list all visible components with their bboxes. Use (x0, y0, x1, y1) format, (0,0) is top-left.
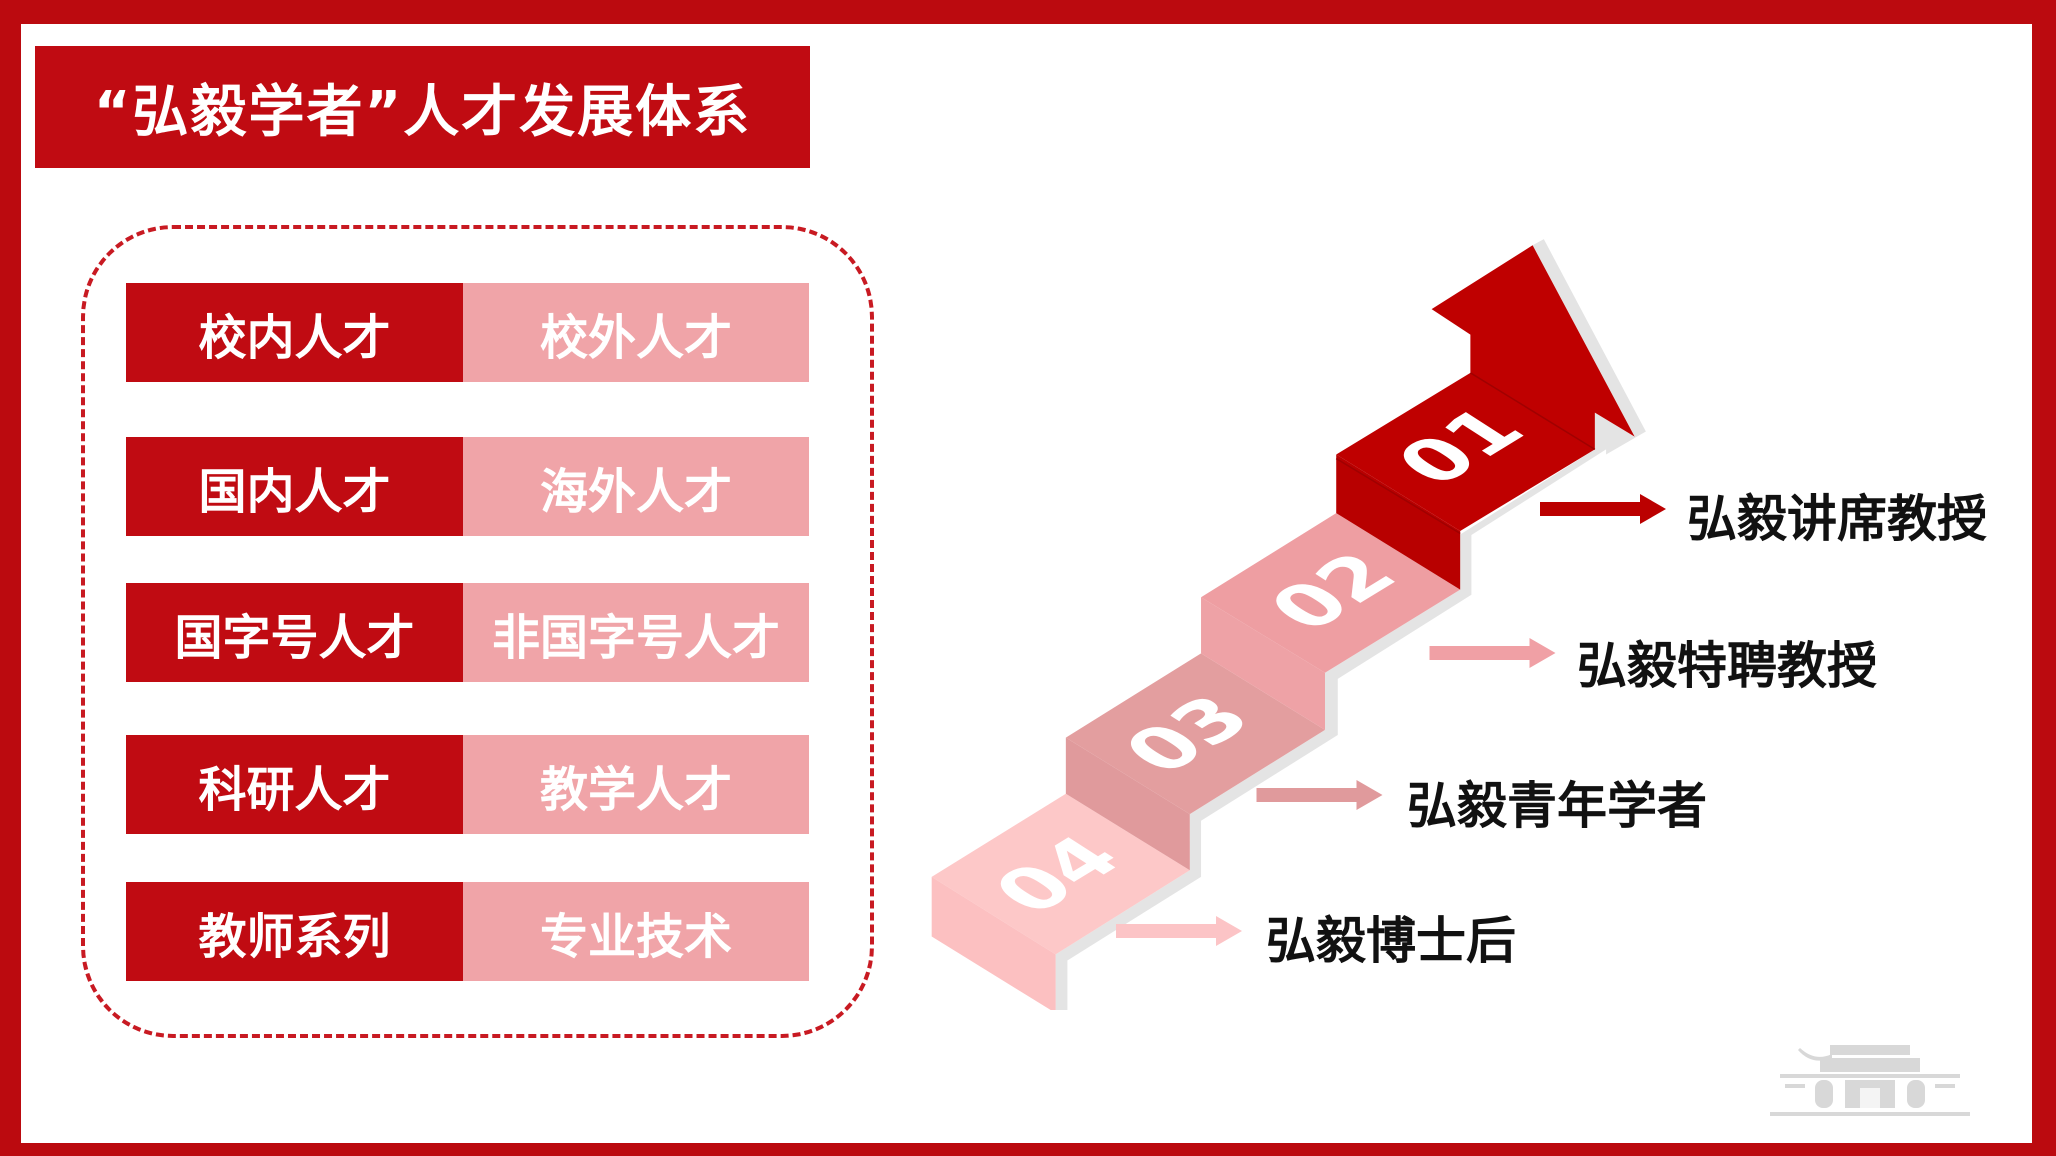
staircase-diagram: 04 03 02 01 (931, 239, 1646, 1010)
category-row: 国字号人才 非国字号人才 (126, 583, 809, 682)
category-row: 教师系列 专业技术 (126, 882, 809, 981)
category-row: 国内人才 海外人才 (126, 437, 809, 536)
category-row: 校内人才 校外人才 (126, 283, 809, 382)
step-01: 01 (1335, 245, 1635, 590)
step-03: 03 (1065, 653, 1325, 871)
category-right: 非国字号人才 (463, 583, 809, 682)
arrow-right-icon (1540, 494, 1666, 524)
category-left: 国字号人才 (126, 583, 463, 682)
arrow-right-icon (1429, 638, 1556, 668)
arrow-right-icon (1116, 916, 1242, 946)
page-title: “弘毅学者”人才发展体系 (35, 46, 810, 168)
step-02: 02 (1201, 513, 1461, 730)
level-label-04: 弘毅博士后 (1266, 912, 1516, 970)
category-row: 科研人才 教学人才 (126, 735, 809, 834)
category-left: 国内人才 (126, 437, 463, 536)
slide: “弘毅学者”人才发展体系 校内人才 校外人才 国内人才 海外人才 国字号人才 非… (21, 24, 2032, 1143)
level-label-01: 弘毅讲席教授 (1687, 490, 1987, 548)
step-04: 04 (931, 793, 1190, 1010)
category-left: 教师系列 (126, 882, 463, 981)
level-label-02: 弘毅特聘教授 (1577, 637, 1877, 695)
category-right: 专业技术 (463, 882, 809, 981)
category-left: 校内人才 (126, 283, 463, 382)
building-logo-icon (1770, 1045, 1970, 1116)
category-right: 教学人才 (463, 735, 809, 834)
category-right: 海外人才 (463, 437, 809, 536)
level-label-03: 弘毅青年学者 (1407, 777, 1707, 835)
categories-dashed-frame (81, 225, 874, 1038)
category-left: 科研人才 (126, 735, 463, 834)
arrow-right-icon (1256, 780, 1383, 810)
category-right: 校外人才 (463, 283, 809, 382)
